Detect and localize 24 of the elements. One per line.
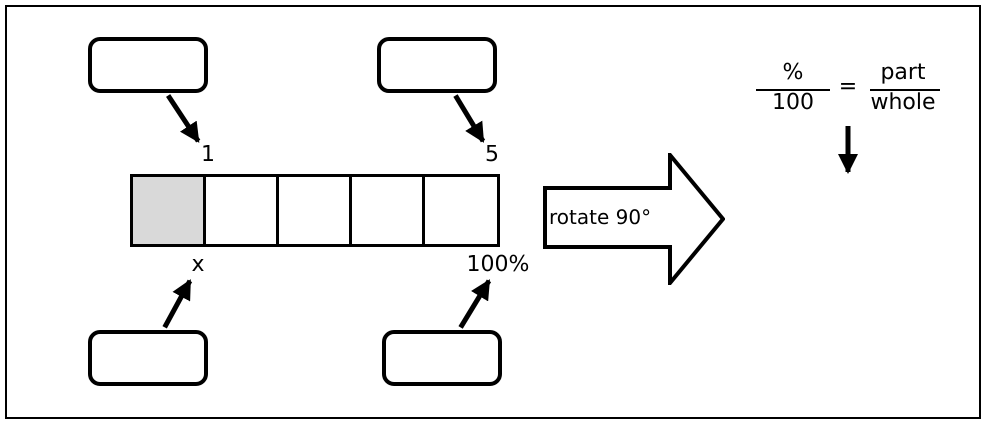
- tape-label: 100%: [458, 252, 538, 280]
- tape-cell: [349, 174, 425, 247]
- answer-box: [88, 330, 208, 386]
- arrow: [838, 126, 858, 174]
- arrow: [162, 279, 192, 329]
- arrow: [458, 279, 492, 329]
- equals-sign: =: [838, 74, 858, 100]
- arrow: [166, 94, 200, 143]
- tape-label: 5: [480, 142, 504, 170]
- answer-box: [382, 330, 502, 386]
- shaded-tape-cell: [130, 174, 206, 247]
- tape-label: x: [188, 252, 208, 280]
- tape-cell: [276, 174, 352, 247]
- tape-label: 1: [196, 142, 220, 170]
- answer-box: [377, 37, 497, 93]
- fraction-numerator: %: [782, 60, 804, 86]
- answer-box: [88, 37, 208, 93]
- arrow: [453, 94, 486, 143]
- fraction-numerator: part: [879, 60, 927, 86]
- arrow-label: rotate 90°: [549, 204, 652, 230]
- fraction-denominator: whole: [869, 90, 937, 116]
- fraction-denominator: 100: [771, 90, 815, 116]
- tape-cell: [203, 174, 279, 247]
- tape-cell: [422, 174, 500, 247]
